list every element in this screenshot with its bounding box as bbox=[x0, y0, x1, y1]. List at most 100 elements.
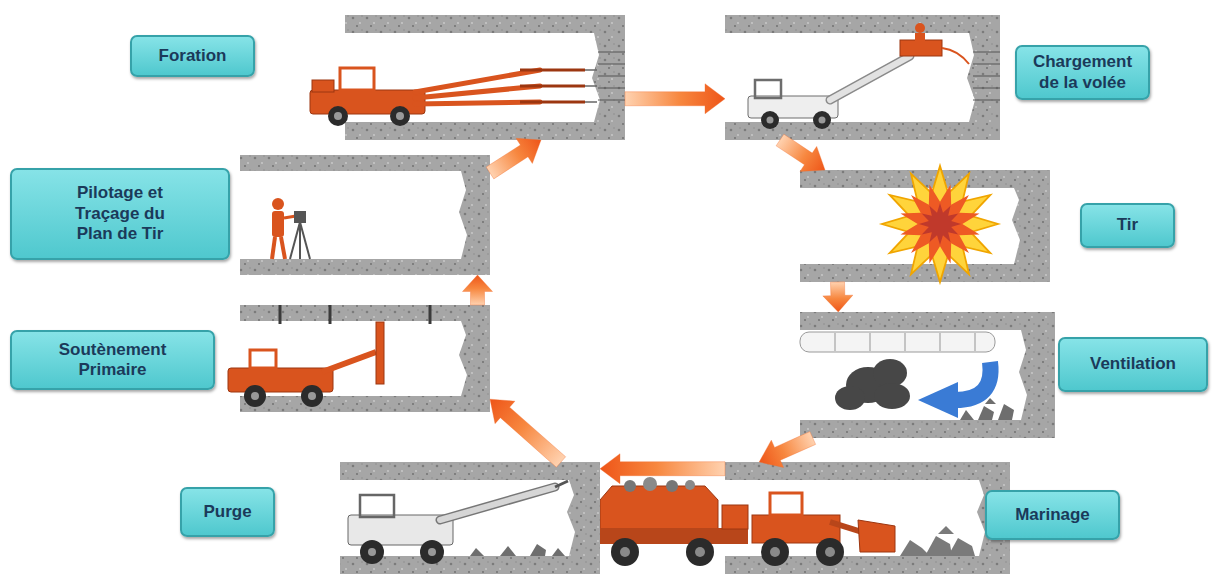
rock-rubble bbox=[925, 536, 952, 556]
gallery-section bbox=[973, 100, 1000, 101]
gallery-section bbox=[459, 305, 490, 412]
gallery-section bbox=[973, 52, 1000, 100]
haul-truck bbox=[611, 538, 639, 566]
rock-rubble bbox=[552, 548, 565, 556]
rock-rubble bbox=[978, 406, 994, 420]
cycle-arrow bbox=[625, 84, 725, 114]
drill-jumbo bbox=[585, 85, 597, 87]
gallery-section bbox=[800, 312, 1055, 330]
ventilation-duct bbox=[939, 333, 941, 351]
gallery-section bbox=[598, 52, 625, 53]
drill-jumbo bbox=[415, 70, 540, 92]
gallery-section bbox=[459, 155, 490, 275]
bolting-rig bbox=[376, 322, 384, 384]
haul-truck bbox=[722, 505, 748, 529]
loader bbox=[830, 522, 862, 532]
haul-truck bbox=[685, 480, 695, 490]
scaling-machine bbox=[348, 481, 568, 564]
bolting-rig bbox=[244, 385, 266, 407]
rock-rubble bbox=[938, 526, 954, 534]
gallery-section bbox=[725, 122, 1000, 140]
step-label: Chargement de la volée bbox=[1015, 45, 1150, 100]
step-name: Chargement de la volée bbox=[1028, 52, 1138, 93]
scaling-machine bbox=[368, 548, 376, 556]
airflow-arrow bbox=[918, 362, 991, 418]
rock-rubble bbox=[998, 404, 1014, 420]
gallery-section bbox=[345, 122, 625, 140]
gallery-section bbox=[340, 462, 600, 574]
drill-jumbo bbox=[585, 101, 597, 103]
gallery-section bbox=[340, 462, 600, 480]
gallery-section bbox=[973, 88, 1000, 89]
gallery-section bbox=[973, 76, 1000, 77]
charging-truck bbox=[748, 96, 838, 118]
gallery-section bbox=[598, 64, 625, 65]
blast-explosion bbox=[919, 203, 961, 245]
scaling-machine bbox=[360, 495, 394, 517]
step-name: Ventilation bbox=[1090, 354, 1176, 374]
gallery-section bbox=[725, 462, 1010, 574]
step-label: Ventilation bbox=[1058, 337, 1208, 392]
rock-rubble bbox=[530, 544, 546, 556]
haul-truck bbox=[624, 480, 636, 492]
rock-rubble bbox=[948, 538, 975, 556]
process-step: Purge bbox=[340, 462, 600, 574]
ventilation-duct bbox=[835, 333, 975, 351]
survey-tripod bbox=[300, 222, 310, 259]
charging-truck bbox=[748, 23, 969, 129]
rock-bolt bbox=[429, 305, 432, 324]
gallery-section bbox=[240, 305, 490, 412]
loader bbox=[752, 515, 840, 543]
scaling-machine bbox=[420, 540, 444, 564]
bolting-rig bbox=[308, 392, 316, 400]
bolting-rig bbox=[322, 352, 376, 372]
bolting-rig bbox=[228, 368, 333, 392]
gallery-section bbox=[973, 64, 1000, 65]
gallery-section bbox=[345, 15, 625, 33]
surveyor bbox=[272, 198, 284, 210]
step-label: Tir bbox=[1080, 203, 1175, 248]
blast-explosion bbox=[882, 166, 998, 282]
step-name: Pilotage et Traçage du Plan de Tir bbox=[61, 183, 179, 244]
step-label: Marinage bbox=[985, 490, 1120, 540]
haul-truck bbox=[598, 528, 748, 544]
charging-truck bbox=[767, 117, 774, 124]
haul-truck bbox=[666, 480, 678, 492]
scaling-machine bbox=[440, 487, 555, 520]
ventilation-duct bbox=[904, 333, 906, 351]
drill-jumbo bbox=[310, 90, 425, 114]
gallery-section bbox=[598, 88, 625, 89]
drill-jumbo bbox=[415, 70, 540, 104]
rock-rubble bbox=[900, 540, 930, 556]
cycle-arrow bbox=[490, 399, 566, 467]
rock-rubble bbox=[470, 544, 565, 556]
scaling-machine bbox=[440, 487, 555, 520]
blast-smoke bbox=[874, 383, 910, 409]
surveyor bbox=[272, 198, 296, 259]
loader bbox=[858, 520, 895, 552]
gallery-section bbox=[800, 170, 1050, 282]
drill-jumbo bbox=[520, 85, 585, 88]
step-name: Marinage bbox=[1015, 505, 1090, 525]
bolting-rig bbox=[250, 350, 276, 368]
step-name: Soutènement Primaire bbox=[38, 340, 188, 381]
ventilation-duct bbox=[869, 333, 871, 351]
drill-jumbo bbox=[312, 80, 334, 92]
drill-jumbo bbox=[520, 101, 585, 104]
gallery-section bbox=[592, 15, 625, 140]
drill-jumbo bbox=[334, 112, 342, 120]
rock-rubble bbox=[985, 398, 996, 404]
rock-bolt bbox=[329, 305, 332, 324]
loader bbox=[816, 538, 844, 566]
drill-jumbo bbox=[310, 68, 597, 126]
charging-truck bbox=[900, 40, 942, 56]
drill-jumbo bbox=[396, 112, 404, 120]
gallery-section bbox=[725, 556, 1010, 574]
haul-truck bbox=[600, 486, 718, 530]
blast-explosion bbox=[890, 174, 990, 274]
ventilation-duct bbox=[800, 332, 995, 352]
drill-jumbo bbox=[340, 68, 374, 90]
haul-truck bbox=[686, 538, 714, 566]
gallery-section bbox=[800, 312, 1055, 438]
survey-tripod bbox=[290, 222, 300, 259]
